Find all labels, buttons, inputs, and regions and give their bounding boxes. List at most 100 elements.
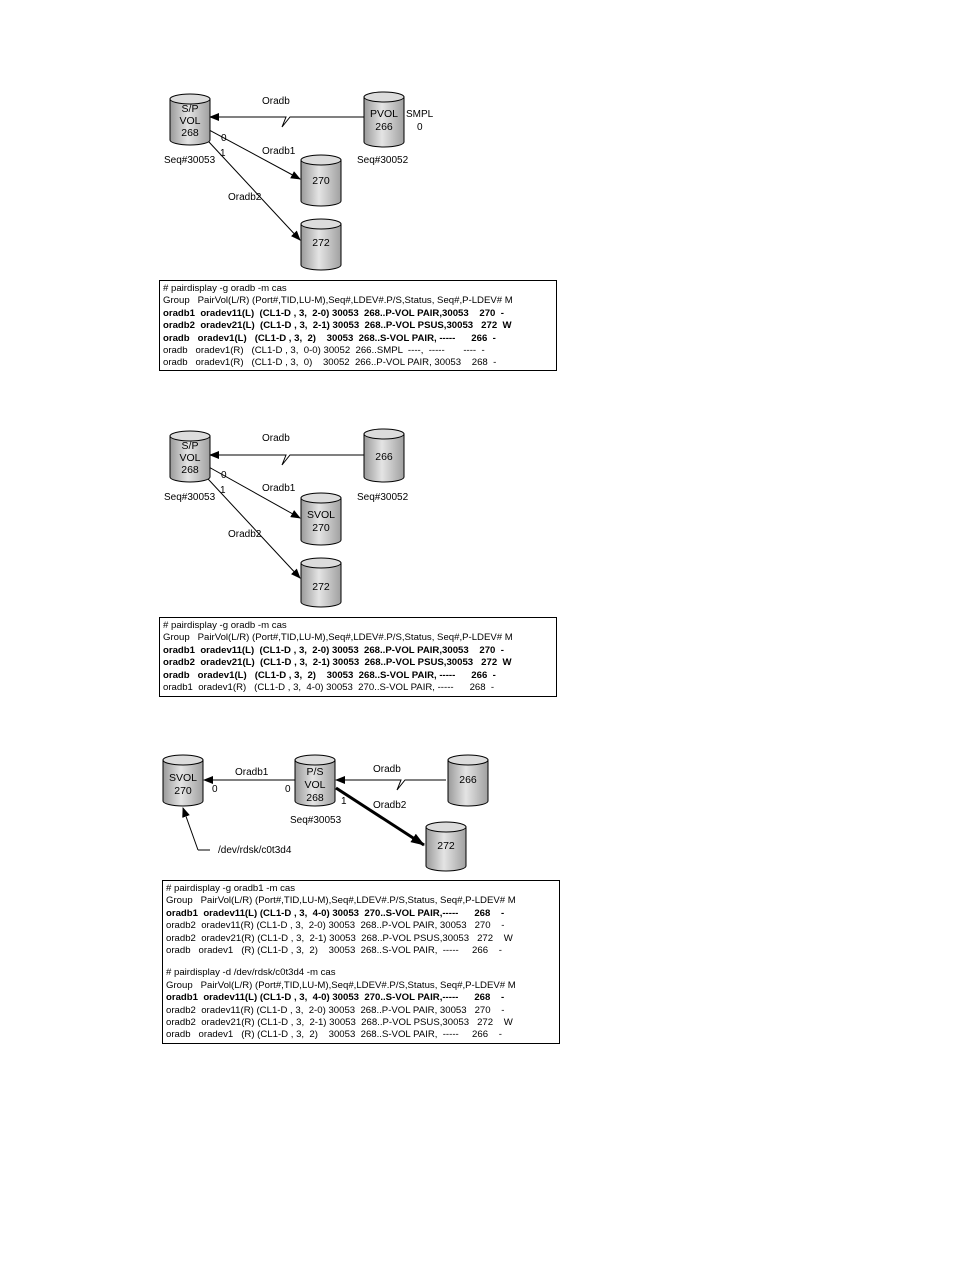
link-oradb <box>209 113 364 128</box>
output-line: Group PairVol(L/R) (Port#,TID,LU-M),Seq#… <box>166 895 516 907</box>
link-oradb1 <box>197 123 301 180</box>
link-oradb1 <box>197 460 301 519</box>
volume-label: VOL <box>179 452 200 464</box>
label-oradb2: Oradb2 <box>228 529 262 540</box>
volume-svol-270: SVOL 270 <box>162 754 204 807</box>
label-oradb: Oradb <box>373 764 401 775</box>
volume-label: 268 <box>306 792 324 804</box>
output-line: oradb1 oradev11(L) (CL1-D , 3, 4-0) 3005… <box>166 907 505 919</box>
label-seq-left: Seq#30053 <box>164 155 216 166</box>
volume-svol-270: SVOL 270 <box>300 492 342 546</box>
label-mu-0-right: 0 <box>285 784 291 795</box>
volume-ps-vol-268: P/S VOL 268 <box>294 754 336 807</box>
output-line: Group PairVol(L/R) (Port#,TID,LU-M),Seq#… <box>163 295 513 307</box>
link-oradb2 <box>335 786 425 847</box>
output-line: oradb1 oradev1(R) (CL1-D , 3, 4-0) 30053… <box>163 682 495 694</box>
link-oradb <box>335 776 446 791</box>
output-line: Group PairVol(L/R) (Port#,TID,LU-M),Seq#… <box>166 979 516 991</box>
device-pointer <box>182 807 199 851</box>
label-oradb1: Oradb1 <box>262 146 296 157</box>
link-oradb2 <box>195 465 301 579</box>
output-line: oradb2 oradev21(R) (CL1-D , 3, 2-1) 3005… <box>166 932 513 944</box>
output-line: oradb2 oradev21(L) (CL1-D , 3, 2-1) 3005… <box>163 657 512 669</box>
label-seq-left: Seq#30053 <box>164 492 216 503</box>
label-mu-0-left: 0 <box>212 784 218 795</box>
output-line: # pairdisplay -g oradb -m cas <box>163 620 287 631</box>
volume-label: 266 <box>459 774 477 786</box>
volume-272: 272 <box>300 557 342 608</box>
volume-sp-vol-268: S/P VOL 268 <box>169 430 211 483</box>
volume-label: 266 <box>375 121 393 133</box>
volume-label: 272 <box>312 581 330 593</box>
volume-266: 266 <box>447 754 489 807</box>
volume-label: 272 <box>312 237 330 249</box>
label-smpl: SMPL <box>406 109 434 120</box>
label-seq-right: Seq#30052 <box>357 492 409 503</box>
label-oradb1: Oradb1 <box>235 767 269 778</box>
label-oradb2: Oradb2 <box>373 800 407 811</box>
volume-272: 272 <box>425 821 467 872</box>
label-oradb: Oradb <box>262 96 290 107</box>
output-line: oradb oradev1 (R) (CL1-D , 3, 2) 30053 2… <box>166 1029 502 1041</box>
output-line: oradb1 oradev11(L) (CL1-D , 3, 2-0) 3005… <box>163 307 504 319</box>
output-line: # pairdisplay -g oradb1 -m cas <box>166 883 296 894</box>
volume-label: S/P <box>182 440 199 452</box>
volume-label: P/S <box>307 766 324 778</box>
label-mu-1: 1 <box>220 148 226 159</box>
output-line: oradb2 oradev21(L) (CL1-D , 3, 2-1) 3005… <box>163 320 512 332</box>
output-line: # pairdisplay -d /dev/rdsk/c0t3d4 -m cas <box>166 967 336 979</box>
output-line: oradb1 oradev11(L) (CL1-D , 3, 2-0) 3005… <box>163 644 504 656</box>
volume-label: VOL <box>304 779 325 791</box>
output-line: # pairdisplay -g oradb -m cas <box>163 283 287 294</box>
volume-label: 270 <box>312 522 330 534</box>
volume-266: 266 <box>363 428 405 483</box>
output-line: oradb2 oradev11(R) (CL1-D , 3, 2-0) 3005… <box>166 1004 505 1016</box>
label-smpl-number: 0 <box>417 122 423 133</box>
volume-sp-vol-268: S/P VOL 268 <box>169 93 211 146</box>
diagram-2: S/P VOL 268 266 SVOL 270 272 Oradb Oradb… <box>164 428 409 608</box>
volume-label: 266 <box>375 451 393 463</box>
volume-label: 268 <box>181 127 199 139</box>
volume-label: SVOL <box>307 509 335 521</box>
label-oradb: Oradb <box>262 433 290 444</box>
link-oradb <box>209 451 364 466</box>
label-seq-right: Seq#30052 <box>357 155 409 166</box>
output-line: oradb oradev1(R) (CL1-D , 3, 0-0) 30052 … <box>163 345 485 357</box>
output-line: oradb2 oradev11(R) (CL1-D , 3, 2-0) 3005… <box>166 920 505 932</box>
output-line: oradb oradev1(L) (CL1-D , 3, 2) 30053 26… <box>163 669 496 681</box>
output-line: oradb2 oradev21(R) (CL1-D , 3, 2-1) 3005… <box>166 1017 513 1029</box>
volume-label: 268 <box>181 464 199 476</box>
volume-label: 270 <box>174 785 192 797</box>
output-lines: # pairdisplay -d /dev/rdsk/c0t3d4 -m cas… <box>166 967 556 1041</box>
volume-label: S/P <box>182 103 199 115</box>
label-device-path: /dev/rdsk/c0t3d4 <box>218 845 292 856</box>
volume-label: 272 <box>437 840 455 852</box>
label-mu-1: 1 <box>341 796 347 807</box>
volume-label: PVOL <box>370 108 398 120</box>
link-oradb2 <box>195 127 301 241</box>
output-line: oradb oradev1(L) (CL1-D , 3, 2) 30053 26… <box>163 332 496 344</box>
volume-272: 272 <box>300 218 342 271</box>
label-seq: Seq#30053 <box>290 815 342 826</box>
label-mu-0: 0 <box>221 470 227 481</box>
volume-label: 270 <box>312 175 330 187</box>
output-line: oradb1 oradev11(L) (CL1-D , 3, 4-0) 3005… <box>166 992 505 1004</box>
volume-label: VOL <box>179 115 200 127</box>
diagram-1: S/P VOL 268 PVOL 266 270 272 Oradb Oradb… <box>164 91 434 271</box>
diagram-3: SVOL 270 P/S VOL 268 266 272 Oradb1 Orad… <box>162 754 489 872</box>
output-spacer <box>166 957 556 967</box>
output-line: oradb oradev1(R) (CL1-D , 3, 0) 30052 26… <box>163 357 497 369</box>
volume-label: SVOL <box>169 772 197 784</box>
volume-pvol-266: PVOL 266 <box>363 91 405 148</box>
label-oradb2: Oradb2 <box>228 192 262 203</box>
output-line: oradb oradev1 (R) (CL1-D , 3, 2) 30053 2… <box>166 945 502 957</box>
label-oradb1: Oradb1 <box>262 483 296 494</box>
volume-270: 270 <box>300 154 342 207</box>
